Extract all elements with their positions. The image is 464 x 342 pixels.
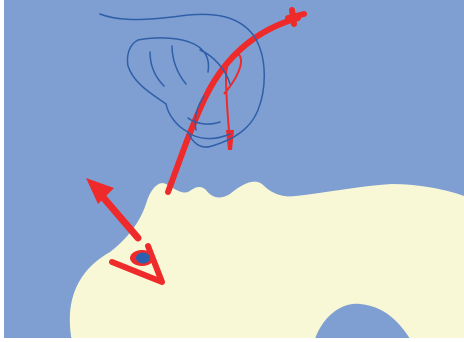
frame-bottom [0, 338, 464, 342]
frame-left [0, 0, 4, 342]
